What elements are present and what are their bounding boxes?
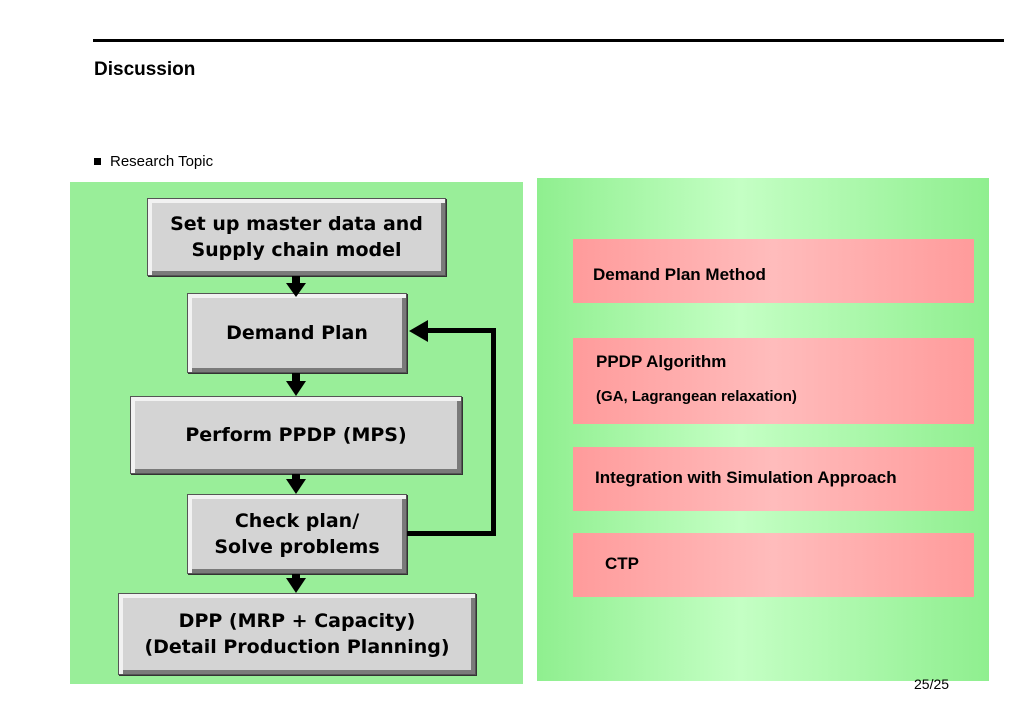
topic-label: Demand Plan Method <box>593 265 766 284</box>
topic-integration-simulation: Integration with Simulation Approach <box>573 447 974 511</box>
bullet-item: Research Topic <box>94 153 213 170</box>
arrow-shaft-1 <box>292 276 300 284</box>
flow-step-demand-plan: Demand Plan <box>187 293 407 373</box>
topic-sublabel: (GA, Lagrangean relaxation) <box>596 388 797 405</box>
page-number: 25/25 <box>914 676 950 692</box>
topic-demand-plan-method: Demand Plan Method <box>573 239 974 303</box>
topic-label: CTP <box>605 554 639 573</box>
flow-step-dpp: DPP (MRP + Capacity) (Detail Production … <box>118 593 476 675</box>
loop-top-segment <box>424 328 496 333</box>
arrow-head-down-4 <box>286 578 306 593</box>
topic-ctp: CTP <box>573 533 974 597</box>
bullet-text: Research Topic <box>110 153 214 170</box>
flow-step-check-plan: Check plan/ Solve problems <box>187 494 407 574</box>
bullet-square-icon <box>94 158 101 165</box>
title-rule <box>93 39 1004 42</box>
topic-label: Integration with Simulation Approach <box>595 468 897 487</box>
arrow-head-down-3 <box>286 479 306 494</box>
arrow-shaft-2 <box>292 373 300 383</box>
arrow-head-down-2 <box>286 381 306 396</box>
arrow-shaft-4 <box>292 574 300 580</box>
loop-bottom-segment <box>407 531 496 536</box>
topic-ppdp-algorithm: PPDP Algorithm (GA, Lagrangean relaxatio… <box>573 338 974 424</box>
flow-step-ppdp: Perform PPDP (MPS) <box>130 396 462 474</box>
flow-step-setup: Set up master data and Supply chain mode… <box>147 198 446 276</box>
arrow-shaft-3 <box>292 474 300 481</box>
page-title: Discussion <box>94 59 196 80</box>
arrow-head-left <box>409 320 428 342</box>
arrow-head-down-1 <box>286 283 306 297</box>
topic-label: PPDP Algorithm <box>596 352 727 371</box>
loop-vertical-segment <box>491 328 496 536</box>
